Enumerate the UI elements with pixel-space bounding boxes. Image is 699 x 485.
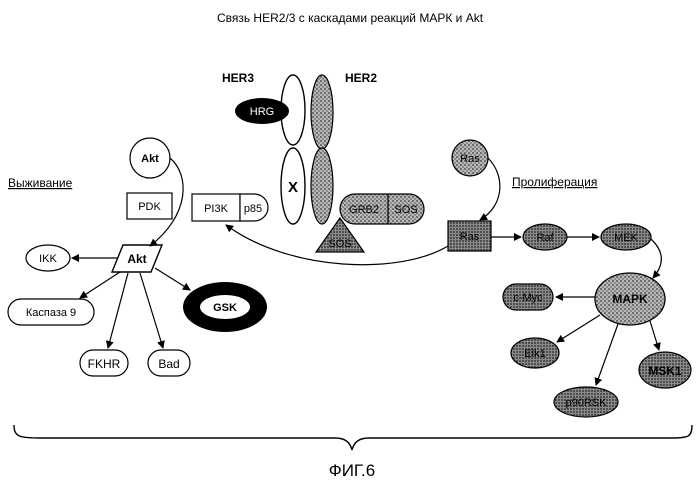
msk1-label: MSK1: [648, 364, 682, 378]
her2-receptor: [311, 75, 333, 224]
arrow-akt-to-fkhr: [108, 273, 128, 348]
fkhr-node: FKHR: [80, 350, 128, 376]
p90rsk-node: p90RSK: [554, 387, 618, 417]
mek-node: MEK: [601, 224, 651, 250]
grb2-sos-complex: GRB2 SOS: [340, 194, 424, 224]
p90rsk-label: p90RSK: [566, 397, 608, 409]
her2-label: HER2: [345, 71, 377, 85]
gsk-node: GSK: [183, 282, 267, 332]
hrg-label: HRG: [250, 106, 274, 118]
raf-label: Raf: [536, 232, 554, 244]
proliferation-label: Пролиферация: [512, 175, 597, 189]
cmyc-node: c-Myc: [503, 284, 553, 310]
mapk-label: MAPK: [612, 292, 648, 306]
cmyc-label: c-Myc: [513, 292, 543, 304]
pdk-label: PDK: [138, 201, 161, 213]
akt-main-node: Akt: [112, 245, 162, 272]
sos-bottom-label: SOS: [328, 238, 351, 250]
elk1-node: Elk1: [511, 338, 559, 368]
fkhr-label: FKHR: [88, 357, 121, 371]
p85-label: p85: [244, 203, 262, 215]
bad-label: Bad: [158, 357, 179, 371]
bottom-brace: [14, 425, 692, 450]
ikk-node: IKK: [26, 245, 70, 271]
akt-top-label: Akt: [141, 153, 159, 165]
ras-top-node: Ras: [452, 140, 488, 176]
hrg-ligand: HRG: [235, 98, 289, 124]
arrow-mapk-to-elk1: [557, 315, 600, 342]
arrow-akt-to-caspase9: [80, 272, 120, 298]
dimer-x-label: X: [288, 179, 298, 196]
ikk-label: IKK: [39, 253, 57, 265]
pi3k-label: PI3K: [204, 203, 229, 215]
her3-label: HER3: [222, 71, 254, 85]
ras-top-label: Ras: [460, 153, 480, 165]
diagram-title: Связь HER2/3 с каскадами реакций МАРК и …: [217, 11, 484, 25]
pdk-node: PDK: [127, 193, 172, 219]
mek-label: MEK: [614, 232, 639, 244]
arrow-akt-to-gsk: [155, 268, 190, 290]
arrow-mek-to-mapk: [651, 239, 661, 278]
grb2-label: GRB2: [349, 204, 379, 216]
survival-label: Выживание: [8, 176, 73, 190]
figure-label: ФИГ.6: [329, 461, 375, 480]
bad-node: Bad: [148, 350, 190, 376]
mapk-node: MAPK: [595, 273, 665, 325]
akt-top-node: Akt: [130, 138, 170, 178]
gsk-label: GSK: [213, 302, 237, 314]
arrow-akt-to-bad: [140, 273, 163, 348]
her3-receptor: [281, 75, 305, 224]
raf-node: Raf: [523, 224, 567, 250]
sos-top-label: SOS: [394, 204, 417, 216]
elk1-label: Elk1: [524, 348, 545, 360]
arrow-mapk-to-msk1: [650, 321, 659, 350]
caspase9-node: Каспаза 9: [8, 299, 94, 325]
pi3k-node: PI3K p85: [192, 194, 268, 221]
caspase9-label: Каспаза 9: [26, 307, 76, 319]
ras-box-label: Ras: [460, 231, 480, 243]
msk1-node: MSK1: [639, 352, 691, 388]
ras-box-node: Ras: [448, 221, 491, 251]
arrow-mapk-to-p90rsk: [596, 324, 618, 385]
akt-main-label: Akt: [127, 252, 146, 266]
